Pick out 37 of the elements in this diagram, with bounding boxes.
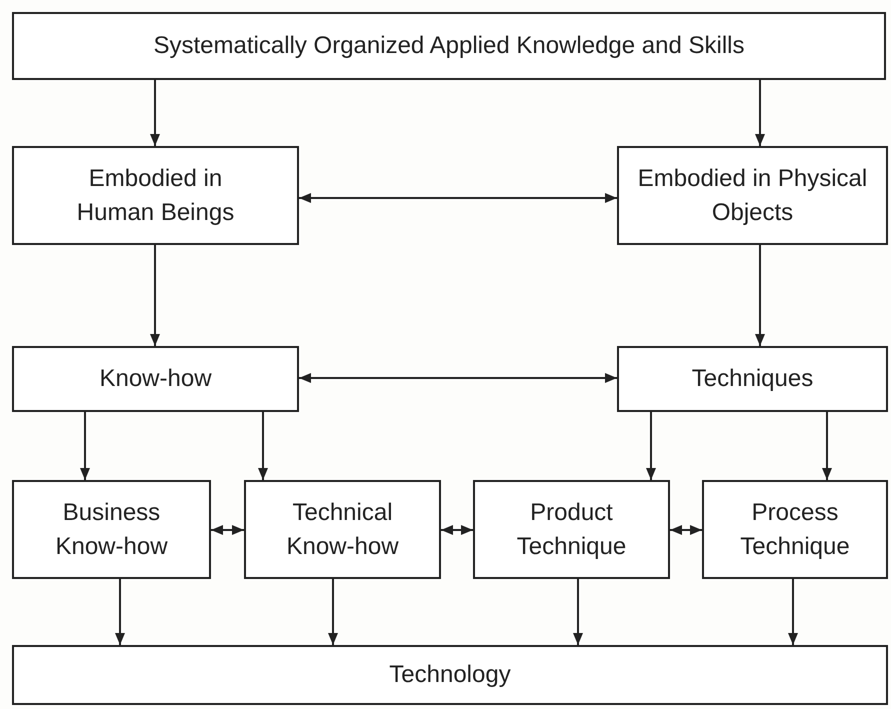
double-arrow <box>211 525 244 535</box>
process-box <box>617 146 888 245</box>
arrow <box>755 245 765 346</box>
box-label: Technology <box>388 660 512 690</box>
box-label: Techniques <box>690 364 814 394</box>
double-arrow <box>299 193 617 203</box>
arrow <box>150 80 160 146</box>
arrow <box>258 412 268 480</box>
arrow <box>80 412 90 480</box>
process-box <box>12 12 886 80</box>
process-box <box>12 346 299 412</box>
double-arrow <box>299 373 617 383</box>
process-box <box>12 645 888 705</box>
box-label: Technical Know-how <box>285 498 400 562</box>
box-label: Business Know-how <box>54 498 169 562</box>
box-label: Systematically Organized Applied Knowledge and Skills <box>152 31 746 62</box>
arrow <box>573 579 583 645</box>
double-arrow <box>441 525 473 535</box>
arrow <box>115 579 125 645</box>
arrow <box>328 579 338 645</box>
process-box <box>702 480 888 579</box>
arrow <box>755 80 765 146</box>
process-box <box>244 480 441 579</box>
arrow <box>150 245 160 346</box>
box-label: Embodied in Physical Objects <box>636 164 868 228</box>
box-label: Process Technique <box>739 498 851 562</box>
process-box <box>12 146 299 245</box>
box-label: Product Technique <box>516 498 628 562</box>
box-label: Embodied in Human Beings <box>76 164 236 228</box>
process-box <box>617 346 888 412</box>
process-box <box>473 480 670 579</box>
box-label: Know-how <box>98 364 213 394</box>
arrow <box>822 412 832 480</box>
arrow <box>788 579 798 645</box>
double-arrow <box>670 525 702 535</box>
process-box <box>12 480 211 579</box>
arrow <box>646 412 656 480</box>
